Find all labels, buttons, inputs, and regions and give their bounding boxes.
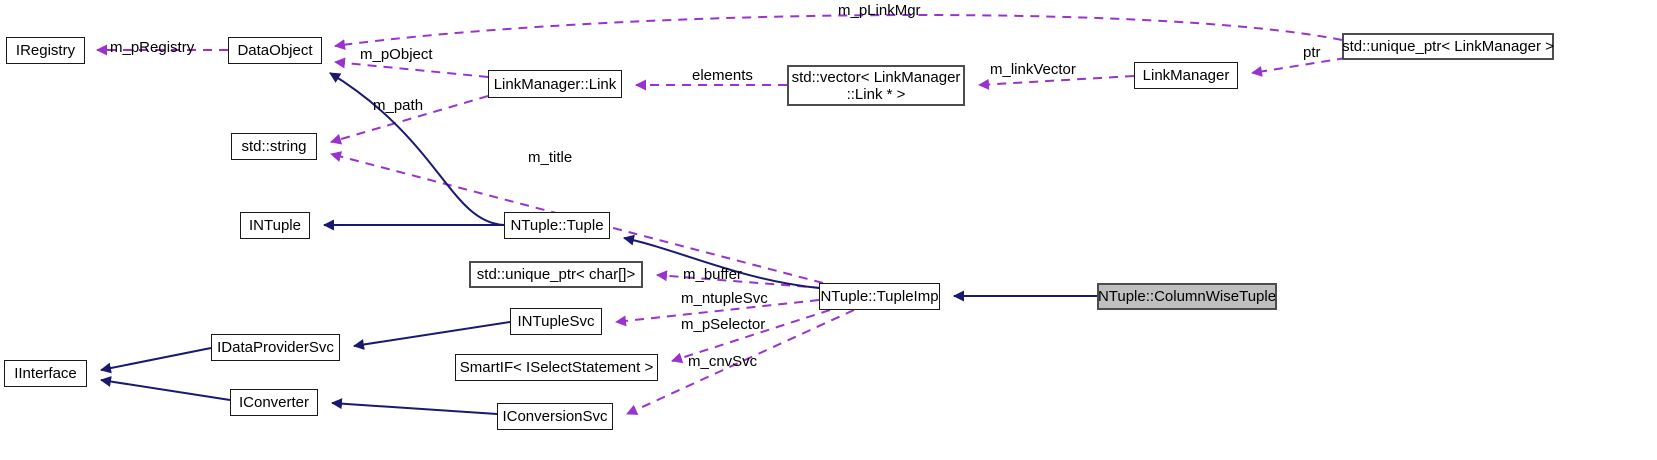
edge-label-elements: elements [692,67,753,84]
edge-label-m-path: m_path [373,97,424,114]
node-smartif-iselectstatement[interactable]: SmartIF< ISelectStatement > [455,354,658,381]
node-iregistry[interactable]: IRegistry [6,37,85,64]
node-unique-ptr-char-array[interactable]: std::unique_ptr< char[]> [469,261,643,288]
edge-tuple-dataobject [329,72,505,226]
node-ntuple-columnwisetuple[interactable]: NTuple::ColumnWiseTuple [1097,283,1277,310]
edge-iconversionsvc-iconverter [331,398,498,415]
node-ntuple-tuple[interactable]: NTuple::Tuple [504,212,610,239]
node-std-string[interactable]: std::string [231,133,317,160]
node-idataprovidersvc[interactable]: IDataProviderSvc [211,334,340,361]
edge-iconverter-iinterface [100,376,231,401]
node-intuple[interactable]: INTuple [240,212,310,239]
edge-label-m-plinkmgr: m_pLinkMgr [838,2,921,19]
edge-ptr [1251,57,1347,77]
edge-m_pLinkMgr [334,14,1343,51]
edge-label-m-ntuplesvc: m_ntupleSvc [681,290,768,307]
edge-label-m-pselector: m_pSelector [681,316,766,333]
node-iconversionsvc[interactable]: IConversionSvc [497,403,613,430]
node-intuplesvc[interactable]: INTupleSvc [510,308,602,335]
edge-label-m-pregistry: m_pRegistry [110,39,195,56]
edge-label-m-pobject: m_pObject [360,46,433,63]
node-linkmanager-link[interactable]: LinkManager::Link [488,70,622,98]
node-iconverter[interactable]: IConverter [230,389,318,416]
node-unique-ptr-linkmanager[interactable]: std::unique_ptr< LinkManager > [1342,33,1554,60]
node-ntuple-tupleimp[interactable]: NTuple::TupleImp [819,283,940,310]
node-iinterface[interactable]: IInterface [4,360,87,387]
edge-label-m-linkvector: m_linkVector [990,61,1076,78]
node-linkmanager[interactable]: LinkManager [1134,62,1238,89]
node-vector-linkmanager-link[interactable]: std::vector< LinkManager ::Link * > [787,65,965,106]
edge-label-m-buffer: m_buffer [683,266,742,283]
node-dataobject[interactable]: DataObject [228,37,322,64]
edge-label-m-cnvsvc: m_cnvSvc [688,353,758,370]
edge-label-ptr: ptr [1303,44,1321,61]
edge-label-m-title: m_title [528,149,573,166]
edge-m_pObject [334,57,489,78]
edge-intuplesvc-idataprovidersvc [353,321,511,350]
edge-idataprovidersvc-iinterface [100,347,212,374]
